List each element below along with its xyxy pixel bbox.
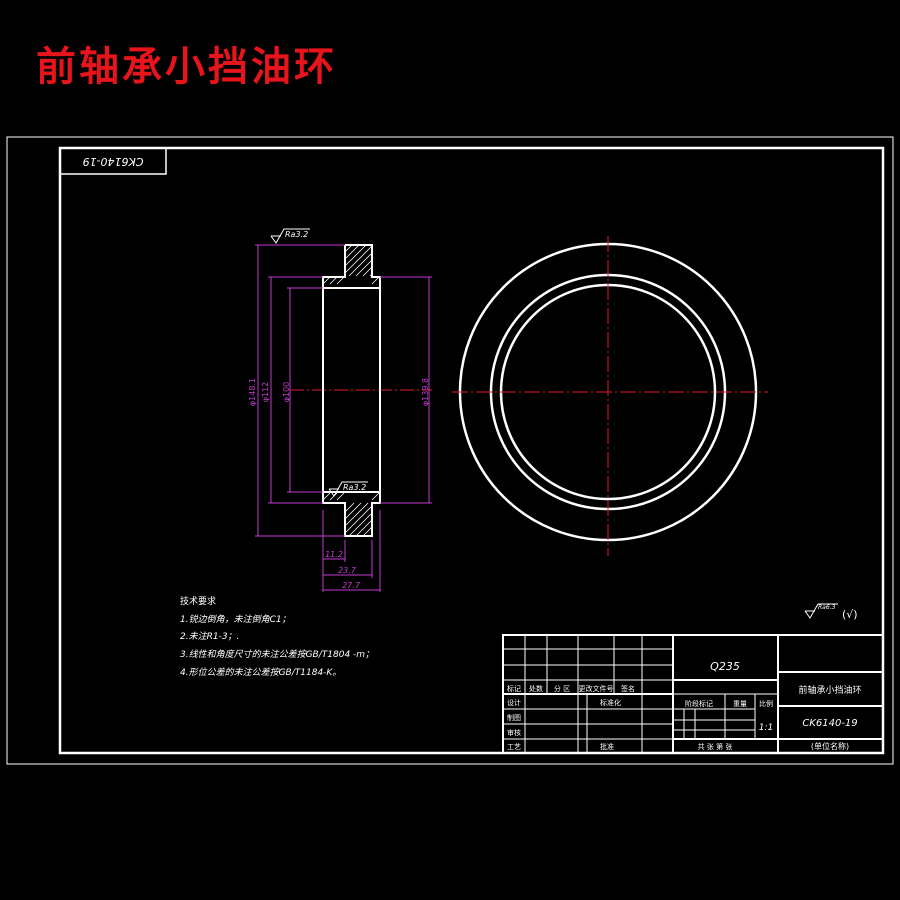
part-name-text: 前轴承小挡油环 — [798, 684, 861, 696]
code-box — [59, 147, 167, 175]
row-label-process: 工艺 — [507, 743, 521, 751]
row-label-draw: 制图 — [507, 713, 521, 722]
stage-label: 阶段标记 — [685, 699, 713, 708]
tech-req-item-1: 1.锐边倒角，未注倒角C1； — [180, 614, 291, 625]
scale-label: 比例 — [759, 699, 773, 708]
title-block: 标记 处数 分 区 更改文件号 签名 设计 制图 审核 工艺 标准化 批准 Q2… — [502, 634, 884, 754]
dim-w1: 11.2 — [325, 550, 343, 559]
row-label-design: 设计 — [507, 698, 521, 707]
roughness-bottom-text: Ra3.2 — [343, 483, 366, 492]
tech-req-item-3: 3.线性和角度尺寸的未注公差按GB/T1804 -m； — [180, 649, 374, 660]
tech-req-item-2: 2.未注R1-3；. — [180, 631, 239, 642]
dim-w2: 23.7 — [338, 566, 357, 575]
drawing-no-text: CK6140-19 — [802, 718, 857, 729]
drawing-frame — [58, 146, 885, 755]
roughness-top-icon — [270, 228, 310, 244]
tech-req-heading: 技术要求 — [180, 595, 216, 607]
approve-label: 批准 — [600, 742, 614, 751]
roughness-top-text: Ra3.2 — [285, 230, 308, 239]
sheet-border — [6, 136, 894, 765]
col-header-sign: 签名 — [621, 684, 635, 693]
section-view: φ148.1 φ112 φ100 φ139.8 11.2 23.7 27.7 R… — [248, 228, 432, 592]
page-title: 前轴承小挡油环 — [36, 43, 337, 90]
dim-d1: φ148.1 — [248, 378, 257, 406]
material-text: Q235 — [710, 660, 740, 673]
sheets-label: 共 张 第 张 — [698, 742, 733, 751]
col-header-zone: 分 区 — [554, 684, 570, 693]
tech-req-item-4: 4.形位公差的未注公差按GB/T1184-K。 — [180, 667, 341, 678]
row-label-check: 审核 — [507, 728, 521, 737]
col-header-change: 更改文件号 — [579, 684, 614, 693]
dim-d3: φ100 — [282, 382, 291, 403]
roughness-others-text: (√) — [842, 608, 858, 621]
std-label: 标准化 — [600, 698, 621, 707]
scale-value: 1:1 — [759, 723, 773, 733]
code-box-text: CK6140-19 — [83, 155, 144, 168]
col-header-mark: 标记 — [507, 684, 521, 693]
col-header-count: 处数 — [529, 684, 543, 693]
roughness-general-icon — [804, 603, 838, 619]
dim-w3: 27.7 — [342, 581, 361, 590]
front-view — [452, 236, 768, 556]
unit-label: (单位名称) — [811, 741, 849, 751]
dim-d2: φ112 — [261, 382, 270, 403]
tech-requirements: 技术要求 1.锐边倒角，未注倒角C1； 2.未注R1-3；. 3.线性和角度尺寸… — [180, 595, 374, 678]
roughness-bottom-icon — [328, 481, 368, 497]
roughness-general-text: Ra6.3 — [818, 604, 836, 611]
dim-d4: φ139.8 — [421, 378, 430, 406]
weight-label: 重量 — [733, 700, 747, 708]
